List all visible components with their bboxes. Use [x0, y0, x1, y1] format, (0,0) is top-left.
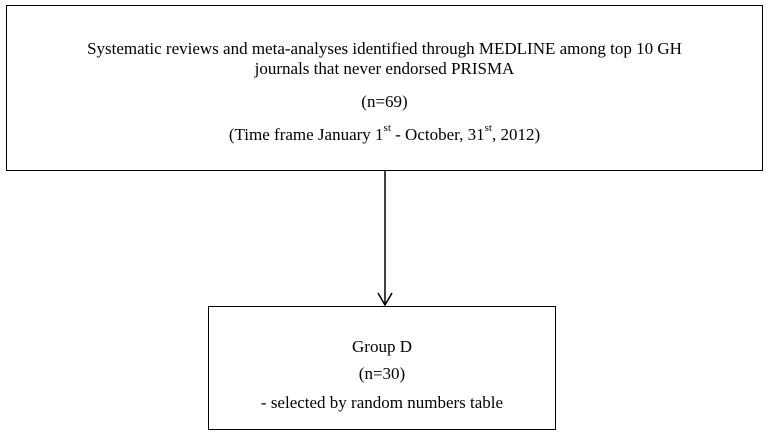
timeframe-middle: - October, 31 [390, 125, 485, 144]
flow-arrow [377, 170, 393, 307]
timeframe-prefix: (Time frame January 1 [228, 125, 384, 144]
source-description-line-1: Systematic reviews and meta-analyses ide… [87, 39, 682, 58]
group-d-box: Group D (n=30) - selected by random numb… [208, 306, 556, 430]
group-title: Group D [352, 337, 412, 356]
group-count: (n=30) [358, 364, 406, 383]
source-description-line-2: journals that never endorsed PRISMA [254, 59, 515, 78]
timeframe-ordinal-1: st [383, 122, 391, 135]
flow-arrow-head [377, 292, 393, 307]
timeframe-suffix: , 2012) [491, 125, 541, 144]
source-box: Systematic reviews and meta-analyses ide… [6, 5, 763, 171]
group-selection-note: - selected by random numbers table [260, 393, 504, 412]
source-count: (n=69) [361, 92, 408, 111]
timeframe-ordinal-2: st [484, 122, 492, 135]
source-timeframe: (Time frame January 1st - October, 31st,… [7, 122, 762, 145]
